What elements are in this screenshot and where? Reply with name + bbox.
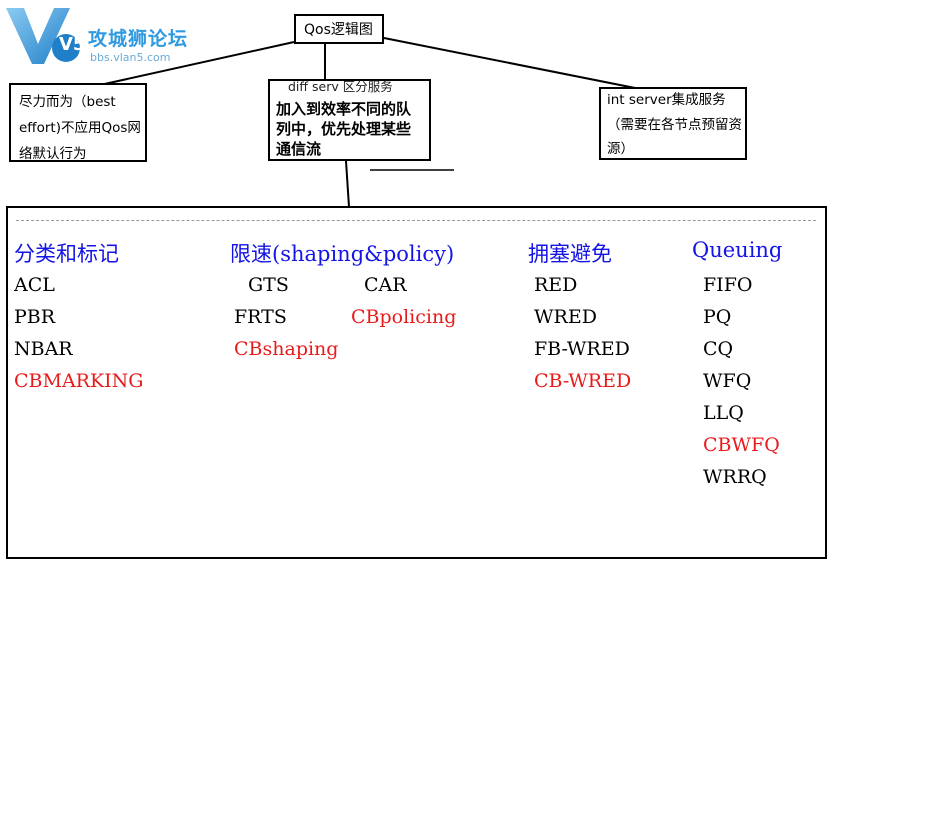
qos-tools-box: 分类和标记 ACL PBR NBAR CBMARKING 限速(shaping&… (6, 206, 827, 559)
root-node: Qos逻辑图 (294, 14, 384, 44)
column-queuing-header: Queuing (692, 238, 783, 262)
column-rate-limit-header: 限速(shaping&policy) (230, 242, 455, 266)
best-effort-text: 尽力而为（best effort)不应用Qos网络默认行为 (19, 94, 141, 162)
link-root-best-effort (99, 41, 295, 86)
list-item: LLQ (703, 402, 744, 424)
list-item: CBshaping (234, 338, 339, 360)
list-item: PBR (14, 306, 56, 328)
dashed-divider (16, 220, 816, 221)
diffserv-desc: 加入到效率不同的队列中，优先处理某些通信流 (276, 100, 412, 158)
list-item: CBpolicing (351, 306, 457, 328)
best-effort-node: 尽力而为（best effort)不应用Qos网络默认行为 (9, 83, 147, 162)
diffserv-title: diff serv 区分服务 (288, 79, 393, 94)
list-item: WRED (534, 306, 597, 328)
list-item: CQ (703, 338, 734, 360)
list-item: CAR (364, 274, 407, 296)
list-item: GTS (248, 274, 289, 296)
root-label: Qos逻辑图 (304, 22, 373, 38)
list-item: CBMARKING (14, 370, 144, 392)
column-congestion-avoid-header: 拥塞避免 (528, 242, 612, 266)
list-item: CBWFQ (703, 434, 780, 456)
list-item: FB-WRED (534, 338, 630, 360)
site-logo: V5 攻城狮论坛 bbs.vlan5.com (4, 4, 214, 68)
logo-mark: V5 (59, 34, 86, 55)
column-classify-header: 分类和标记 (14, 242, 119, 266)
list-item: CB-WRED (534, 370, 632, 392)
link-root-intserv (383, 37, 641, 90)
logo-title: 攻城狮论坛 (88, 28, 189, 50)
diffserv-node: diff serv 区分服务 加入到效率不同的队列中，优先处理某些通信流 (268, 79, 431, 161)
logo-url: bbs.vlan5.com (90, 51, 171, 64)
list-item: NBAR (14, 338, 73, 360)
list-item: FIFO (703, 274, 753, 296)
v5-logo-icon (6, 8, 80, 64)
list-item: WRRQ (703, 466, 767, 488)
list-item: RED (534, 274, 578, 296)
link-diffserv-main (345, 160, 350, 208)
intserv-node: int server集成服务 （需要在各节点预留资源） (599, 87, 747, 160)
list-item: PQ (703, 306, 732, 328)
list-item: FRTS (234, 306, 287, 328)
intserv-desc: （需要在各节点预留资源） (607, 117, 742, 157)
intserv-title: int server集成服务 (607, 92, 726, 108)
list-item: ACL (14, 274, 55, 296)
list-item: WFQ (703, 370, 752, 392)
